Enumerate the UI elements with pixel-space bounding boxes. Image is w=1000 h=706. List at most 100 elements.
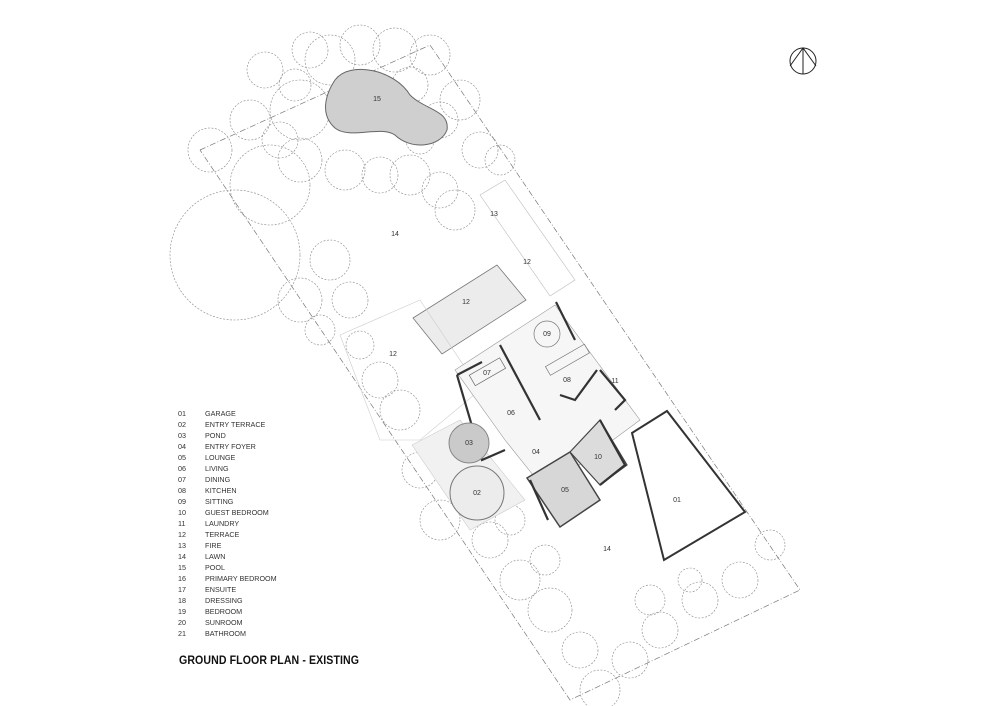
tree-canopy	[309, 239, 351, 281]
legend-number: 03	[178, 431, 186, 440]
legend-item: 17 ENSUITE	[178, 584, 277, 595]
legend-room-name: POOL	[205, 563, 225, 572]
pool	[325, 68, 448, 146]
terrace-west	[339, 299, 481, 441]
legend-room-name: KITCHEN	[205, 486, 237, 495]
legend-item: 13 FIRE	[178, 540, 277, 551]
garage	[630, 409, 747, 562]
terrace-east	[479, 179, 576, 297]
legend-room-name: FIRE	[205, 541, 222, 550]
tree-canopy	[527, 587, 573, 633]
legend-room-name: PRIMARY BEDROOM	[205, 574, 277, 583]
tree-canopy	[439, 79, 481, 121]
label-garage: 01	[673, 497, 681, 504]
legend-room-name: BATHROOM	[205, 629, 246, 638]
legend-room-name: LOUNGE	[205, 453, 236, 462]
legend-room-name: BEDROOM	[205, 607, 243, 616]
entry-terrace	[449, 465, 505, 521]
tree-canopy	[361, 361, 399, 399]
legend-room-name: POND	[205, 431, 226, 440]
legend-number: 13	[178, 541, 186, 550]
tree-canopy	[229, 144, 311, 226]
label-lawn: 14	[603, 546, 611, 553]
tree-canopy	[529, 544, 561, 576]
tree-canopy	[187, 127, 233, 173]
tree-canopy	[677, 567, 703, 593]
label-pool: 15	[373, 96, 381, 103]
legend-number: 01	[178, 409, 186, 418]
legend-number: 20	[178, 618, 186, 627]
tree-canopy	[461, 131, 499, 169]
tree-canopy	[291, 31, 329, 69]
tree-canopy	[372, 27, 418, 73]
legend-number: 08	[178, 486, 186, 495]
tree-canopy	[278, 68, 312, 102]
tree-canopy	[246, 51, 284, 89]
label-lounge: 05	[561, 487, 569, 494]
legend-number: 17	[178, 585, 186, 594]
label-guest-bedroom: 10	[594, 454, 602, 461]
legend-room-name: TERRACE	[205, 530, 240, 539]
label-pond: 03	[465, 440, 473, 447]
tree-canopy	[681, 581, 719, 619]
legend-room-name: LIVING	[205, 464, 229, 473]
label-sitting: 09	[543, 331, 551, 338]
legend-room-name: LAWN	[205, 552, 226, 561]
tree-canopy	[169, 189, 301, 321]
tree-canopy	[611, 641, 649, 679]
tree-canopy	[419, 499, 461, 541]
legend-number: 02	[178, 420, 186, 429]
lounge-floor	[525, 450, 602, 529]
tree-canopy	[634, 584, 666, 616]
tree-canopy	[261, 121, 299, 159]
tree-canopy	[277, 277, 323, 323]
legend-number: 05	[178, 453, 186, 462]
tree-canopy	[421, 171, 459, 209]
pond	[448, 422, 490, 464]
legend-number: 07	[178, 475, 186, 484]
legend-room-name: ENTRY FOYER	[205, 442, 256, 451]
legend-number: 15	[178, 563, 186, 572]
legend-number: 18	[178, 596, 186, 605]
tree-canopy	[561, 631, 599, 669]
tree-canopy	[324, 149, 366, 191]
legend-room-name: SITTING	[205, 497, 234, 506]
legend-item: 08 KITCHEN	[178, 485, 277, 496]
drawing-title: GROUND FLOOR PLAN - EXISTING	[179, 655, 360, 667]
tree-canopy	[345, 330, 375, 360]
legend-number: 12	[178, 530, 186, 539]
north-arrow-icon	[789, 47, 817, 75]
legend-room-name: GUEST BEDROOM	[205, 508, 269, 517]
legend-room-name: ENTRY TERRACE	[205, 420, 266, 429]
legend-room-name: SUNROOM	[205, 618, 243, 627]
legend-room-name: DRESSING	[205, 596, 243, 605]
tree-canopy	[434, 189, 476, 231]
legend-number: 19	[178, 607, 186, 616]
label-living: 06	[507, 410, 515, 417]
legend-item: 02 ENTRY TERRACE	[178, 419, 277, 430]
tree-canopy	[304, 314, 336, 346]
trees	[169, 24, 786, 706]
tree-canopy	[269, 79, 331, 141]
tree-canopy	[361, 156, 399, 194]
walls	[455, 301, 627, 521]
legend-room-name: DINING	[205, 475, 231, 484]
room-labels: 15 14 13 12 12 12 09 07 08 11 06 03 04 1…	[373, 96, 681, 553]
kitchen-island	[544, 343, 590, 376]
legend-item: 05 LOUNGE	[178, 452, 277, 463]
legend-item: 10 GUEST BEDROOM	[178, 507, 277, 518]
legend-room-name: ENSUITE	[205, 585, 237, 594]
legend-room-name: LAUNDRY	[205, 519, 240, 528]
legend-number: 10	[178, 508, 186, 517]
label-entry-terrace: 02	[473, 490, 481, 497]
tree-canopy	[484, 144, 516, 176]
dining-table	[468, 357, 507, 387]
tree-canopy	[339, 24, 381, 66]
